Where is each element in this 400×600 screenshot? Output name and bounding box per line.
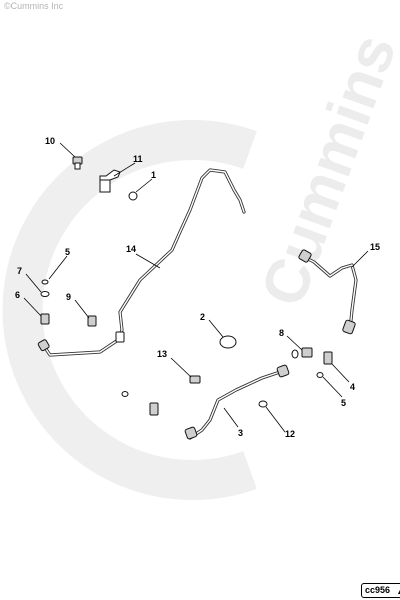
pipe-fitting xyxy=(276,364,290,378)
callout-3: 3 xyxy=(238,428,243,438)
pipe-fitting xyxy=(184,426,198,440)
up-arrow-icon: ▲ xyxy=(396,585,400,598)
pipe-fitting xyxy=(342,319,356,335)
cummins-watermark: Cummins xyxy=(2,26,400,500)
pipe-fitting xyxy=(298,249,312,263)
copyright-text: ©Cummins Inc xyxy=(4,1,64,11)
fitting-4 xyxy=(323,351,333,365)
fitting-6 xyxy=(40,313,50,325)
callout-11: 11 xyxy=(133,154,143,164)
pipe-14 xyxy=(37,168,246,357)
reference-code: cc956 xyxy=(365,585,391,595)
callout-5: 5 xyxy=(65,247,70,257)
pipe-15 xyxy=(298,249,358,335)
callout-9: 9 xyxy=(66,292,71,302)
bolt-10 xyxy=(72,156,83,170)
callout-12: 12 xyxy=(285,429,295,439)
o-ring-left xyxy=(121,391,129,397)
pipe-fitting xyxy=(37,339,50,352)
connector-13 xyxy=(189,375,201,384)
o-ring-8 xyxy=(291,349,299,359)
reference-code-badge: cc956 ▲ xyxy=(361,583,400,598)
leader-lines xyxy=(23,142,369,433)
plug-2 xyxy=(219,335,237,349)
callout-2: 2 xyxy=(200,312,205,322)
callout-6: 6 xyxy=(15,290,20,300)
callout-5-right: 5 xyxy=(341,398,346,408)
callout-10: 10 xyxy=(45,136,55,146)
callout-8: 8 xyxy=(279,328,284,338)
bracket-11 xyxy=(99,169,121,193)
pipe-3 xyxy=(184,364,290,440)
o-ring-5 xyxy=(41,279,49,285)
o-ring-12 xyxy=(258,400,268,408)
callout-4: 4 xyxy=(350,382,355,392)
bolt-9 xyxy=(87,315,97,327)
callout-1: 1 xyxy=(151,170,156,180)
nut-1 xyxy=(128,191,138,201)
callout-15: 15 xyxy=(370,242,380,252)
callout-7: 7 xyxy=(17,266,22,276)
adapter-8 xyxy=(301,347,313,358)
pipe-clamp xyxy=(115,331,125,343)
callout-13: 13 xyxy=(157,349,167,359)
callout-14: 14 xyxy=(126,244,136,254)
o-ring-5-right xyxy=(316,372,324,378)
fitting-left xyxy=(149,402,159,416)
seal-7 xyxy=(40,291,50,297)
